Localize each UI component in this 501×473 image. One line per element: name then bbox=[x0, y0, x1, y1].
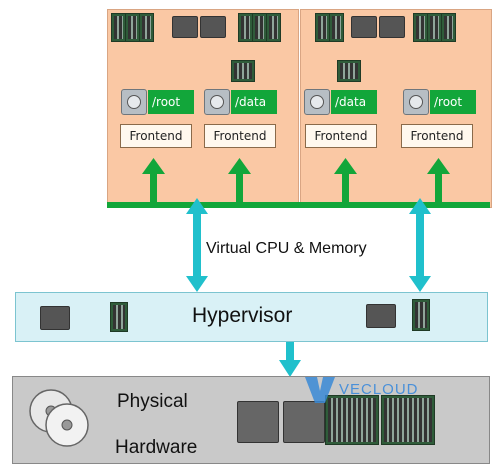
disk-data: /data bbox=[304, 89, 378, 115]
ram-module-icon bbox=[252, 13, 267, 42]
ram-module-icon bbox=[413, 13, 428, 42]
disk-root: /root bbox=[121, 89, 195, 115]
green-up-arrow bbox=[334, 158, 357, 204]
hard-disk-icon bbox=[121, 89, 147, 115]
frontend-box: Frontend bbox=[305, 124, 377, 148]
ram-module-icon bbox=[412, 299, 430, 331]
physical-hardware-bar: Physical Hardware VECLOUD bbox=[12, 376, 490, 464]
cpu-chip-icon bbox=[283, 401, 325, 443]
green-up-arrow bbox=[228, 158, 251, 204]
cyan-down-arrow bbox=[279, 338, 301, 377]
cpu-chip-icon bbox=[379, 16, 405, 38]
watermark-logo: VECLOUD bbox=[303, 377, 443, 405]
disk-root: /root bbox=[403, 89, 477, 115]
ram-module-icon bbox=[315, 13, 330, 42]
ram-module-icon bbox=[325, 395, 379, 445]
frontend-box: Frontend bbox=[401, 124, 473, 148]
cpu-chip-icon bbox=[237, 401, 279, 443]
cpu-chip-icon bbox=[40, 306, 70, 330]
frontend-box: Frontend bbox=[120, 124, 192, 148]
vm-box-2: /data /root Frontend Frontend bbox=[300, 9, 492, 208]
ram-module-icon bbox=[139, 13, 154, 42]
cyan-double-arrow bbox=[186, 198, 208, 292]
green-up-arrow bbox=[142, 158, 165, 204]
hard-disk-icon bbox=[204, 89, 230, 115]
ram-module-icon bbox=[110, 302, 128, 332]
ram-module-icon bbox=[381, 395, 435, 445]
vm-box-1: /root /data Frontend Frontend bbox=[107, 9, 299, 208]
ram-module-icon bbox=[266, 13, 281, 42]
watermark-v-icon bbox=[305, 377, 335, 403]
hypervisor-label: Hypervisor bbox=[192, 304, 293, 327]
ram-module-icon bbox=[329, 13, 344, 42]
cpu-chip-icon bbox=[172, 16, 198, 38]
hardware-label: Hardware bbox=[115, 437, 198, 458]
green-up-arrow bbox=[427, 158, 450, 204]
network-card-icon bbox=[231, 60, 255, 82]
disk-label: /data bbox=[231, 90, 277, 114]
hypervisor-bar: Hypervisor bbox=[15, 292, 488, 342]
green-bus-line bbox=[107, 202, 490, 208]
optical-disc-icon bbox=[29, 389, 89, 447]
cpu-chip-icon bbox=[351, 16, 377, 38]
watermark-text: VECLOUD bbox=[339, 381, 419, 398]
cpu-chip-icon bbox=[366, 304, 396, 328]
disk-data: /data bbox=[204, 89, 278, 115]
cpu-chip-icon bbox=[200, 16, 226, 38]
frontend-box: Frontend bbox=[204, 124, 276, 148]
disk-label: /root bbox=[148, 90, 194, 114]
virtual-cpu-memory-label: Virtual CPU & Memory bbox=[204, 240, 369, 258]
network-card-icon bbox=[337, 60, 361, 82]
hard-disk-icon bbox=[403, 89, 429, 115]
ram-module-icon bbox=[441, 13, 456, 42]
disk-label: /data bbox=[331, 90, 377, 114]
disk-label: /root bbox=[430, 90, 476, 114]
physical-label: Physical bbox=[117, 391, 188, 412]
cyan-double-arrow bbox=[409, 198, 431, 292]
hard-disk-icon bbox=[304, 89, 330, 115]
